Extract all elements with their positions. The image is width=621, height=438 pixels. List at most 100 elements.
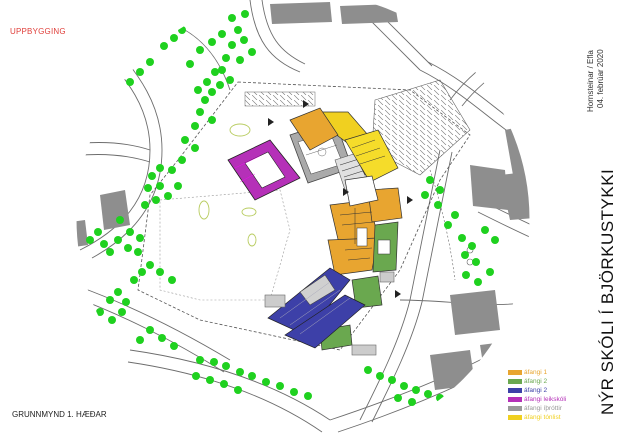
tree [148, 172, 156, 180]
tree [196, 108, 204, 116]
tree [178, 156, 186, 164]
tree [458, 234, 466, 242]
tree [400, 382, 408, 390]
preschool-wing [227, 139, 301, 201]
tree [191, 144, 199, 152]
tree [412, 386, 420, 394]
tree [96, 308, 104, 316]
tree [468, 242, 476, 250]
tree [96, 48, 104, 56]
tree [146, 326, 154, 334]
tree [156, 268, 164, 276]
phase1-wing [289, 107, 403, 276]
tree [100, 240, 108, 248]
tree [168, 276, 176, 284]
tree [186, 60, 194, 68]
tree [208, 88, 216, 96]
legend-swatch [508, 379, 522, 384]
tree [364, 366, 372, 374]
tree [88, 64, 96, 72]
legend-swatch [508, 397, 522, 402]
tree [170, 34, 178, 42]
tree [474, 278, 482, 286]
tree [234, 386, 242, 394]
parking-area [244, 79, 471, 176]
tree [192, 372, 200, 380]
tree [226, 76, 234, 84]
floor-plan-label: GRUNNMYND 1. HÆÐAR [12, 410, 107, 419]
tree [114, 288, 122, 296]
tree [290, 388, 298, 396]
tree [222, 54, 230, 62]
tree [216, 81, 224, 89]
project-tag: UPPBYGGING [10, 27, 66, 36]
tree [144, 184, 152, 192]
legend-item: áfangi 2 [508, 377, 578, 386]
tree [444, 221, 452, 229]
legend-item: áfangi 2 [508, 386, 578, 395]
tree [156, 164, 164, 172]
tree [114, 236, 122, 244]
tree [276, 382, 284, 390]
tree [136, 234, 144, 242]
tree [94, 228, 102, 236]
tree [208, 38, 216, 46]
legend-swatch [508, 370, 522, 375]
tree [241, 10, 249, 18]
legend-swatch [508, 388, 522, 393]
tree [134, 248, 142, 256]
legend-label: áfangi 1 [524, 369, 548, 376]
tree [146, 261, 154, 269]
tree [408, 398, 416, 406]
tree [211, 68, 219, 76]
tree [130, 276, 138, 284]
tree [210, 358, 218, 366]
tree [486, 268, 494, 276]
phase2-blue-wing [267, 267, 366, 349]
tree [196, 356, 204, 364]
tree [106, 58, 114, 66]
tree [118, 308, 126, 316]
tree [481, 226, 489, 234]
tree [491, 236, 499, 244]
tree [436, 186, 444, 194]
tree [426, 176, 434, 184]
tree [201, 96, 209, 104]
legend-item: áfangi tónlist [508, 413, 578, 422]
playground-features [198, 123, 257, 247]
project-title: NÝR SKÓLI Í BJÖRKUSTYKKI [598, 168, 617, 415]
legend-item: áfangi leikskóli [508, 395, 578, 404]
tree [421, 191, 429, 199]
tree [472, 258, 480, 266]
tree [461, 251, 469, 259]
tree [141, 201, 149, 209]
tree [376, 372, 384, 380]
tree [106, 296, 114, 304]
tree [191, 122, 199, 130]
tree [388, 376, 396, 384]
legend-label: áfangi íþróttir [524, 405, 562, 412]
tree [136, 68, 144, 76]
tree [228, 14, 236, 22]
tree [138, 268, 146, 276]
tree [236, 368, 244, 376]
tree [206, 376, 214, 384]
tree [220, 380, 228, 388]
tree [126, 228, 134, 236]
tree [174, 182, 182, 190]
tree [394, 394, 402, 402]
tree [304, 392, 312, 400]
tree [196, 46, 204, 54]
tree [152, 196, 160, 204]
tree [170, 342, 178, 350]
tree [462, 271, 470, 279]
tree [126, 78, 134, 86]
tree [434, 201, 442, 209]
tree [203, 78, 211, 86]
tree [108, 316, 116, 324]
tree [106, 248, 114, 256]
tree [164, 192, 172, 200]
tree [156, 182, 164, 190]
tree [160, 42, 168, 50]
